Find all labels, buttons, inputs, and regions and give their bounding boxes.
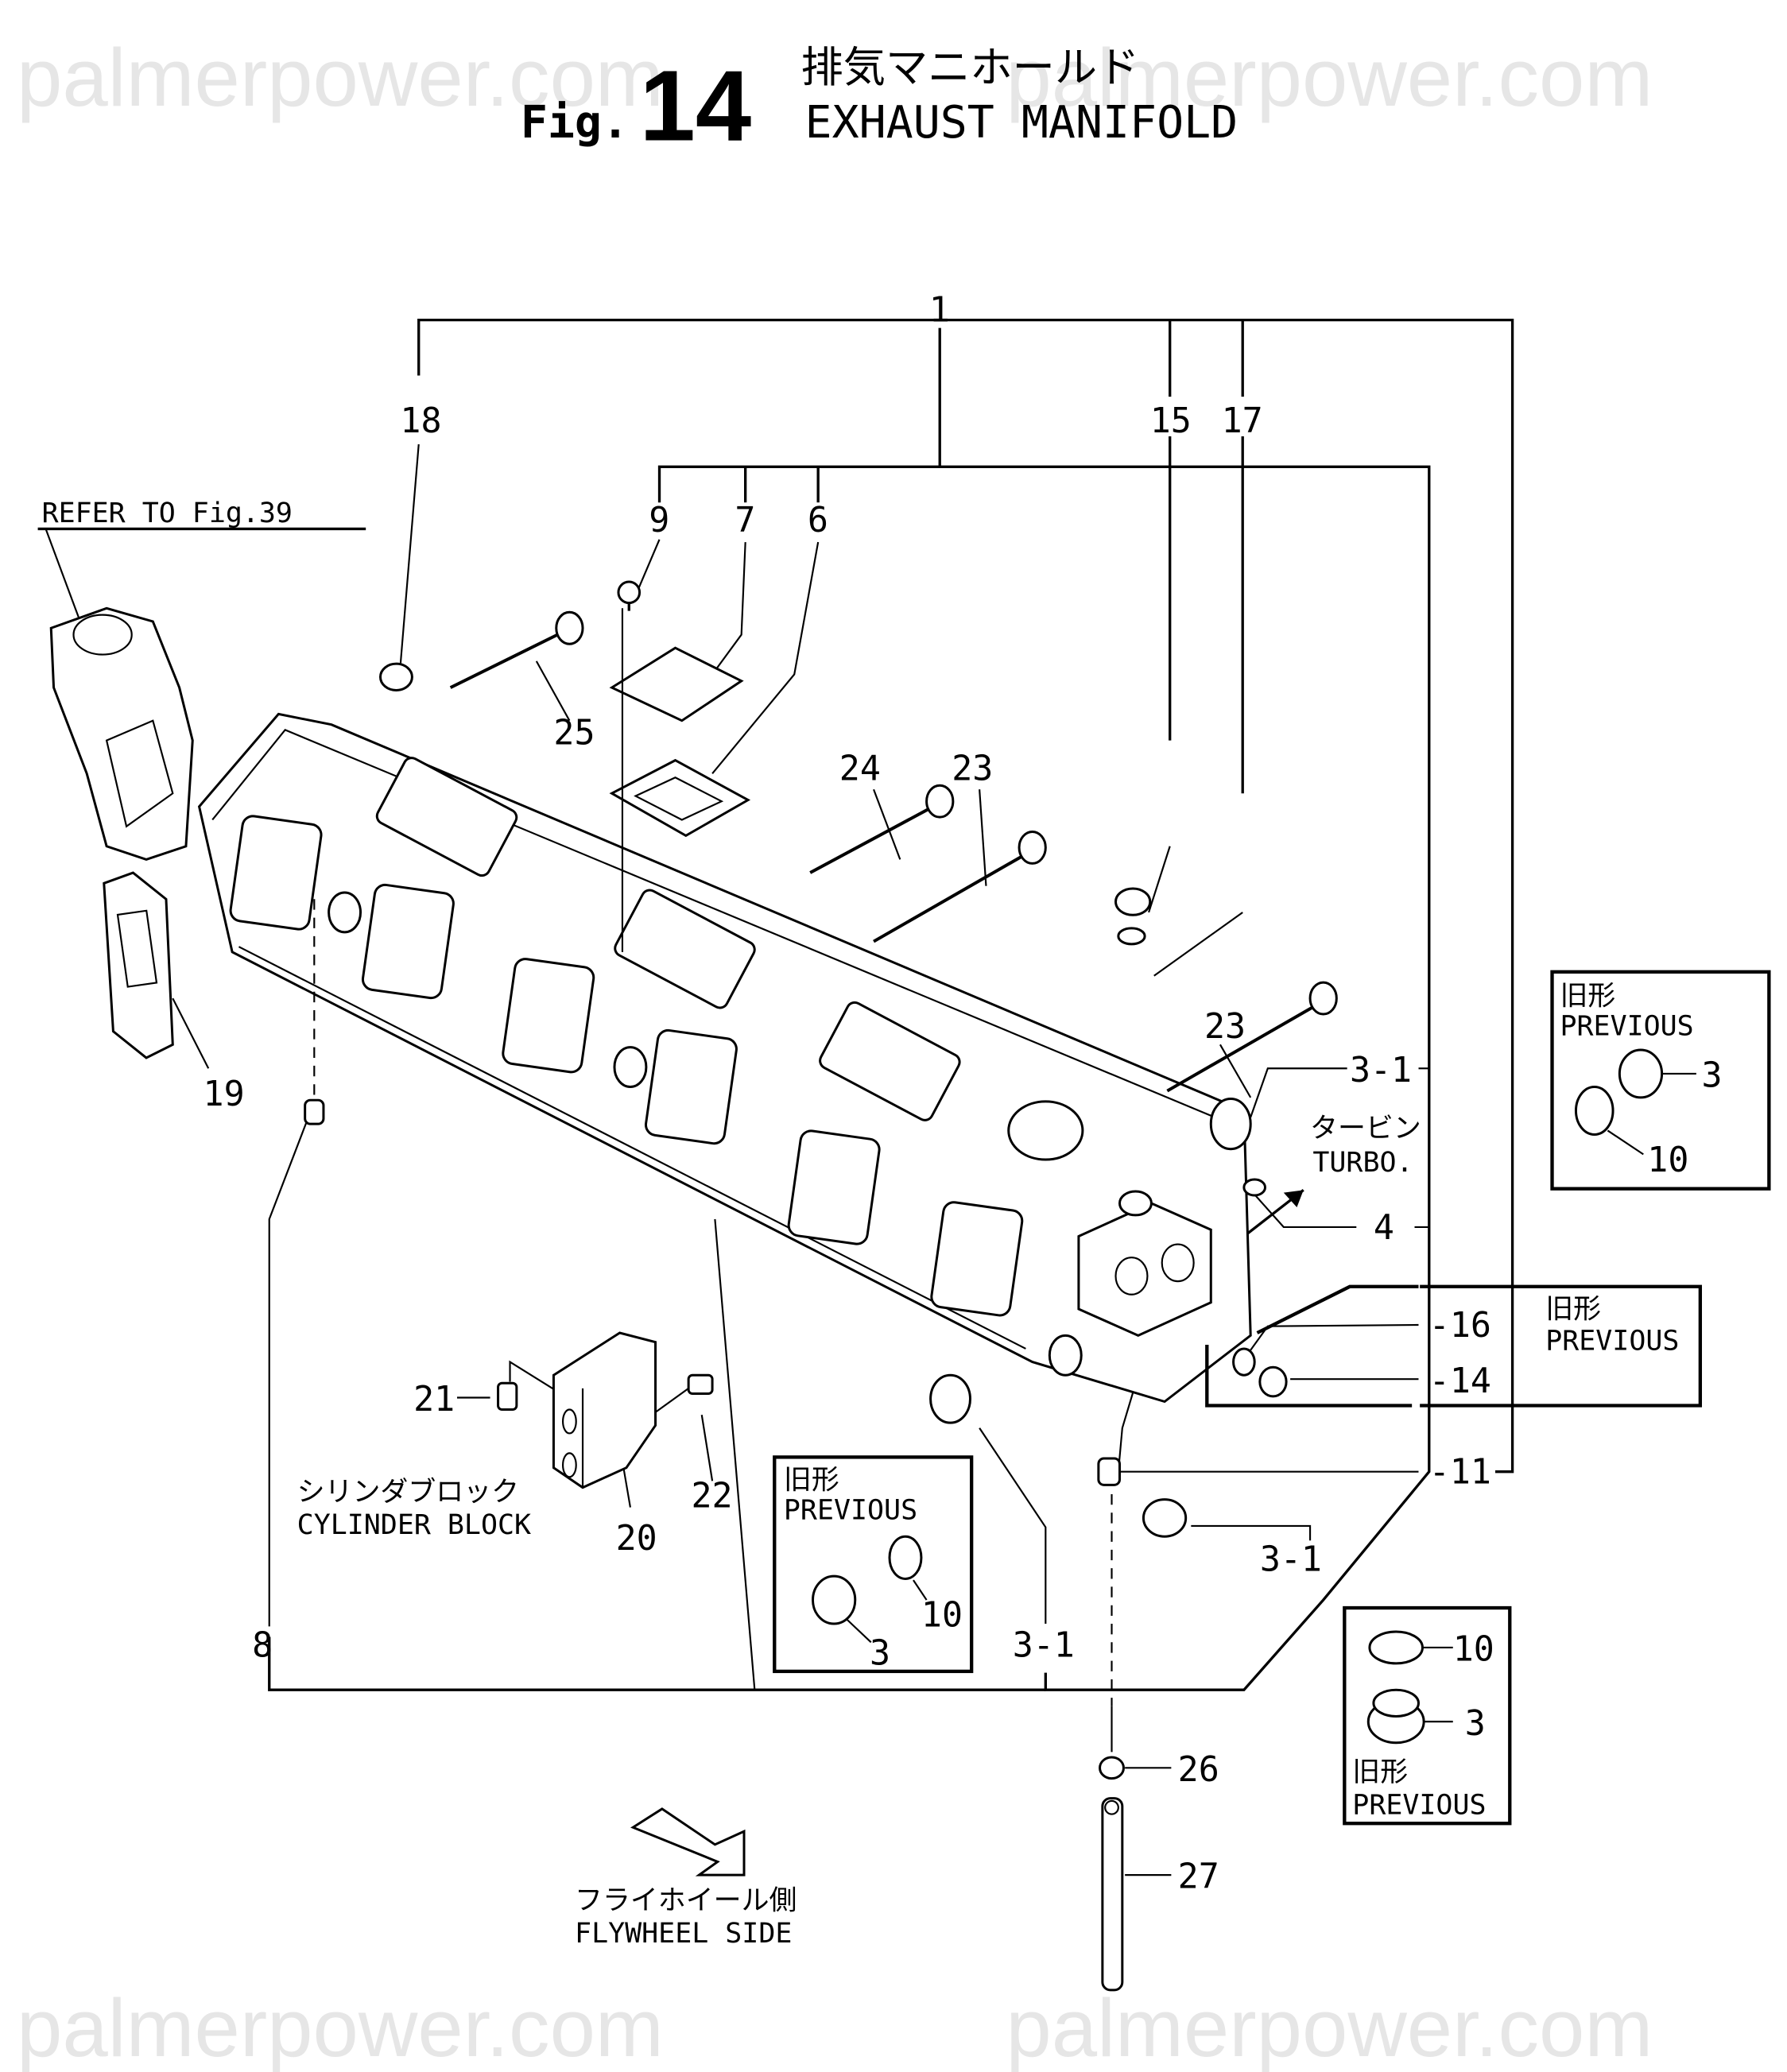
cover-plate-7 [609, 646, 744, 722]
plug-15 [1114, 887, 1152, 916]
plug-14 [1258, 1365, 1288, 1398]
washer-17 [1117, 927, 1146, 946]
fitting-11 [1097, 1457, 1121, 1486]
callout-23-lower: 23 [1204, 1007, 1246, 1047]
previous-box-middle-right: 旧形 PREVIOUS [1205, 1284, 1703, 1408]
fig-number: 14 [640, 49, 752, 161]
bolt-22 [654, 1373, 714, 1413]
plug-8 [304, 1098, 325, 1125]
turbo-label-jp: タービン [1310, 1113, 1421, 1144]
watermark-top-right: palmerpower.com [1006, 32, 1653, 123]
bolt-24 [809, 784, 955, 874]
callout-22: 22 [691, 1477, 732, 1516]
plug-3-1-upper [1209, 1098, 1252, 1151]
callout-4: 4 [1374, 1208, 1394, 1248]
watermark-bottom-right: palmerpower.com [1006, 1982, 1653, 2072]
callout-21: 21 [413, 1380, 455, 1419]
bolt-25 [449, 610, 584, 689]
flywheel-label-jp: フライホイール側 [575, 1884, 797, 1916]
callout-15: 15 [1150, 401, 1192, 441]
exhaust-elbow [49, 606, 194, 861]
bolt-21 [497, 1381, 518, 1411]
previous-box-label-jp: 旧形 [1352, 1756, 1408, 1788]
previous-box-bottom-right: 10 3 旧形 PREVIOUS [1343, 1605, 1512, 1826]
callout-27: 27 [1178, 1857, 1219, 1897]
refer-to-note: REFER TO Fig.39 [42, 498, 293, 529]
callout-3-1-upper: 3-1 [1350, 1051, 1412, 1090]
previous-part-3: 3 [1465, 1704, 1486, 1744]
callout-1: 1 [929, 290, 950, 330]
callout-18: 18 [400, 401, 441, 441]
callout-26: 26 [1178, 1750, 1219, 1790]
gasket-6 [609, 758, 751, 838]
previous-part-3: 3 [1702, 1056, 1723, 1096]
cylinder-block-label-jp: シリンダブロック [297, 1476, 519, 1508]
stud-4 [1242, 1178, 1266, 1197]
previous-box-label-en: PREVIOUS [1545, 1326, 1679, 1357]
previous-box-label-jp: 旧形 [1560, 980, 1615, 1012]
previous-part-3: 3 [870, 1634, 890, 1674]
callout-14: -14 [1429, 1361, 1491, 1401]
callout-11: -11 [1429, 1453, 1491, 1493]
pipe-27 [1101, 1797, 1124, 1992]
previous-part-10: 10 [1453, 1630, 1494, 1670]
watermark-bottom-left: palmerpower.com [17, 1982, 664, 2072]
callout-24: 24 [839, 749, 881, 789]
fig-prefix: Fig. [521, 96, 629, 149]
callout-3-1-middle: 3-1 [1013, 1626, 1075, 1666]
previous-box-label-en: PREVIOUS [784, 1495, 917, 1527]
exhaust-ports [229, 815, 1024, 1317]
watermark-top-left: palmerpower.com [17, 32, 664, 123]
washer-16 [1232, 1347, 1256, 1377]
turbo-label-en: TURBO. [1312, 1147, 1413, 1179]
previous-box-label-en: PREVIOUS [1352, 1790, 1486, 1822]
previous-box-label-en: PREVIOUS [1560, 1011, 1693, 1043]
previous-box-top-right: 旧形 PREVIOUS 3 10 [1550, 970, 1771, 1191]
bolt-9 [617, 580, 642, 611]
previous-part-10: 10 [921, 1595, 963, 1635]
title-english: EXHAUST MANIFOLD [805, 96, 1238, 149]
callout-8: 8 [252, 1626, 273, 1666]
flywheel-direction-arrow [630, 1807, 746, 1876]
previous-box-label-jp: 旧形 [784, 1464, 839, 1496]
callout-6: 6 [808, 501, 828, 540]
callout-25: 25 [553, 714, 595, 753]
callout-17: 17 [1222, 401, 1263, 441]
top-covers [375, 757, 1084, 1161]
bolt-23-lower [1166, 981, 1338, 1093]
plug-3-1-lower [1142, 1498, 1188, 1538]
flywheel-label-en: FLYWHEEL SIDE [575, 1918, 792, 1950]
previous-part-10: 10 [1647, 1141, 1688, 1180]
plug-18 [378, 662, 413, 691]
callout-19: 19 [204, 1075, 245, 1114]
figure-header: Fig. 14 排気マニホールド EXHAUST MANIFOLD [521, 43, 1238, 161]
previous-box-center: 旧形 PREVIOUS 3 10 [773, 1455, 974, 1674]
callout-7: 7 [735, 501, 755, 540]
annotations: REFER TO Fig.39 タービン TURBO. シリンダブロック CYL… [42, 498, 1421, 1950]
callout-labels: 1 18 15 17 9 7 6 25 24 23 23 3-1 4 -16 -… [204, 290, 1491, 1896]
cylinder-block-label-en: CYLINDER BLOCK [297, 1509, 531, 1541]
bolt-23-upper [873, 830, 1047, 943]
callout-20: 20 [616, 1519, 657, 1559]
bracket-20 [552, 1331, 657, 1489]
gasket-19 [103, 871, 174, 1059]
ferrule-26 [1099, 1756, 1125, 1780]
callout-23-upper: 23 [952, 749, 993, 789]
callout-3-1-lower: 3-1 [1260, 1539, 1322, 1579]
title-japanese: 排気マニホールド [801, 43, 1140, 92]
previous-box-label-jp: 旧形 [1545, 1294, 1601, 1326]
plug-3-1-middle [929, 1373, 971, 1424]
exhaust-manifold-body [197, 712, 1252, 1404]
callout-9: 9 [649, 501, 669, 540]
callout-16: -16 [1429, 1306, 1491, 1346]
